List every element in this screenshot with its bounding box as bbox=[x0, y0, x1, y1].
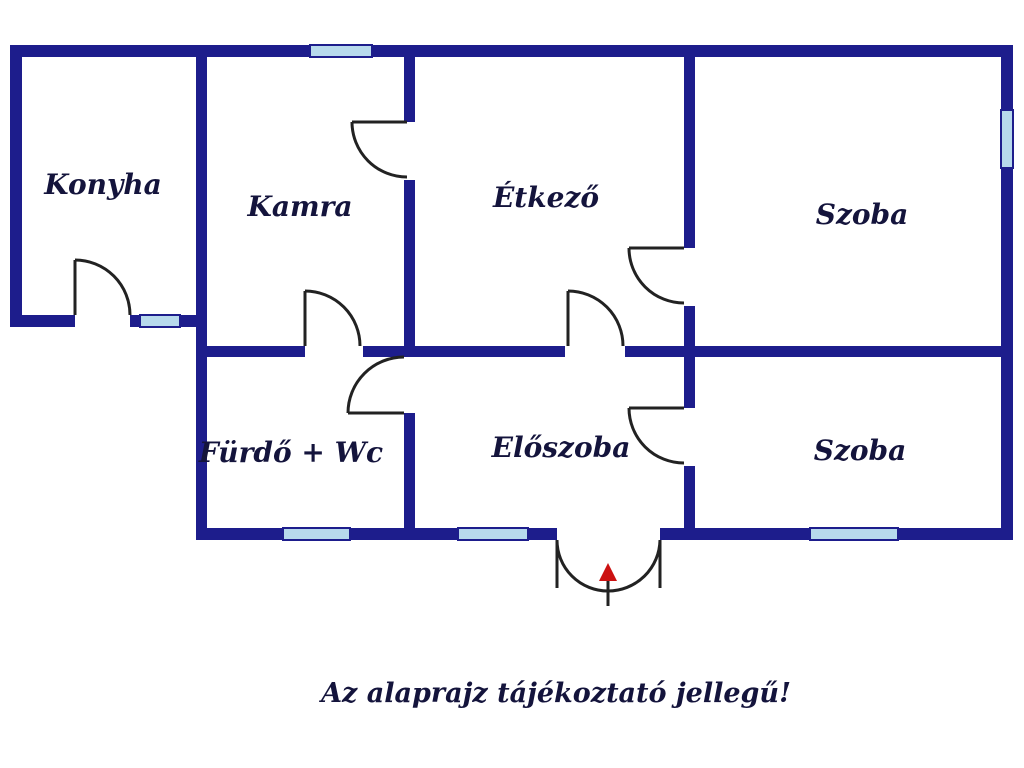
door-arc-dining bbox=[567, 289, 625, 347]
wall-mid-2 bbox=[363, 346, 565, 357]
windows bbox=[139, 44, 1014, 541]
room-labels: Konyha Kamra Étkező Szoba Fürdő + Wc Elő… bbox=[43, 168, 908, 469]
wall-vert-684-top-b bbox=[684, 306, 695, 352]
window-hall-bottom bbox=[457, 527, 529, 541]
wall-vert-684-top-a bbox=[684, 45, 695, 248]
wall-kitchen-bottom-3 bbox=[180, 315, 196, 327]
door-arc-pantry bbox=[350, 121, 408, 179]
wall-mid-3 bbox=[625, 346, 1013, 357]
wall-bottom-3 bbox=[528, 528, 557, 540]
wall-right-upper bbox=[1001, 45, 1013, 110]
door-arc-kitchen bbox=[74, 258, 132, 316]
room-label-etkezo: Étkező bbox=[492, 181, 599, 214]
entrance-arc-left bbox=[555, 539, 609, 593]
wall-vert-404-top-b bbox=[404, 180, 415, 352]
door-symbols bbox=[73, 120, 685, 465]
wall-vert-684-bot-b bbox=[684, 466, 695, 540]
wall-vert-404-top-a bbox=[404, 45, 415, 122]
entrance-arrow-icon bbox=[599, 563, 617, 606]
room-label-szoba-top: Szoba bbox=[816, 198, 909, 231]
wall-top-left bbox=[10, 45, 310, 57]
window-bath-bottom bbox=[282, 527, 351, 541]
room-label-kamra: Kamra bbox=[247, 190, 353, 223]
wall-mid-1 bbox=[196, 346, 305, 357]
room-label-furdo: Fürdő + Wc bbox=[198, 436, 383, 469]
wall-bottom-4 bbox=[660, 528, 810, 540]
entrance-arrow-head bbox=[599, 563, 617, 581]
door-arc-room-bottom bbox=[627, 407, 685, 465]
wall-vert-196 bbox=[196, 45, 207, 540]
wall-bottom-5 bbox=[898, 528, 1013, 540]
entrance-arc-right bbox=[607, 539, 662, 593]
door-arc-pantry-lower bbox=[304, 289, 362, 347]
room-label-szoba-bottom: Szoba bbox=[814, 434, 907, 467]
room-label-konyha: Konyha bbox=[43, 168, 162, 201]
wall-bottom-1 bbox=[196, 528, 283, 540]
door-arc-room-top bbox=[627, 247, 685, 305]
room-label-eloszoba: Előszoba bbox=[491, 431, 631, 464]
window-room-right bbox=[1000, 109, 1014, 169]
wall-kitchen-bottom-2 bbox=[130, 315, 140, 327]
entrance-door bbox=[555, 539, 662, 606]
wall-kitchen-bottom-1 bbox=[10, 315, 75, 327]
caption: Az alaprajz tájékoztató jellegű! bbox=[318, 678, 791, 709]
wall-vert-404-bot-b bbox=[404, 413, 415, 540]
walls bbox=[10, 45, 1013, 540]
window-kitchen-bottom bbox=[139, 314, 181, 328]
window-pantry-top bbox=[309, 44, 373, 58]
wall-left bbox=[10, 45, 22, 327]
wall-vert-684-bot-a bbox=[684, 352, 695, 408]
window-room-bottom bbox=[809, 527, 899, 541]
door-arc-bathroom bbox=[346, 355, 405, 414]
